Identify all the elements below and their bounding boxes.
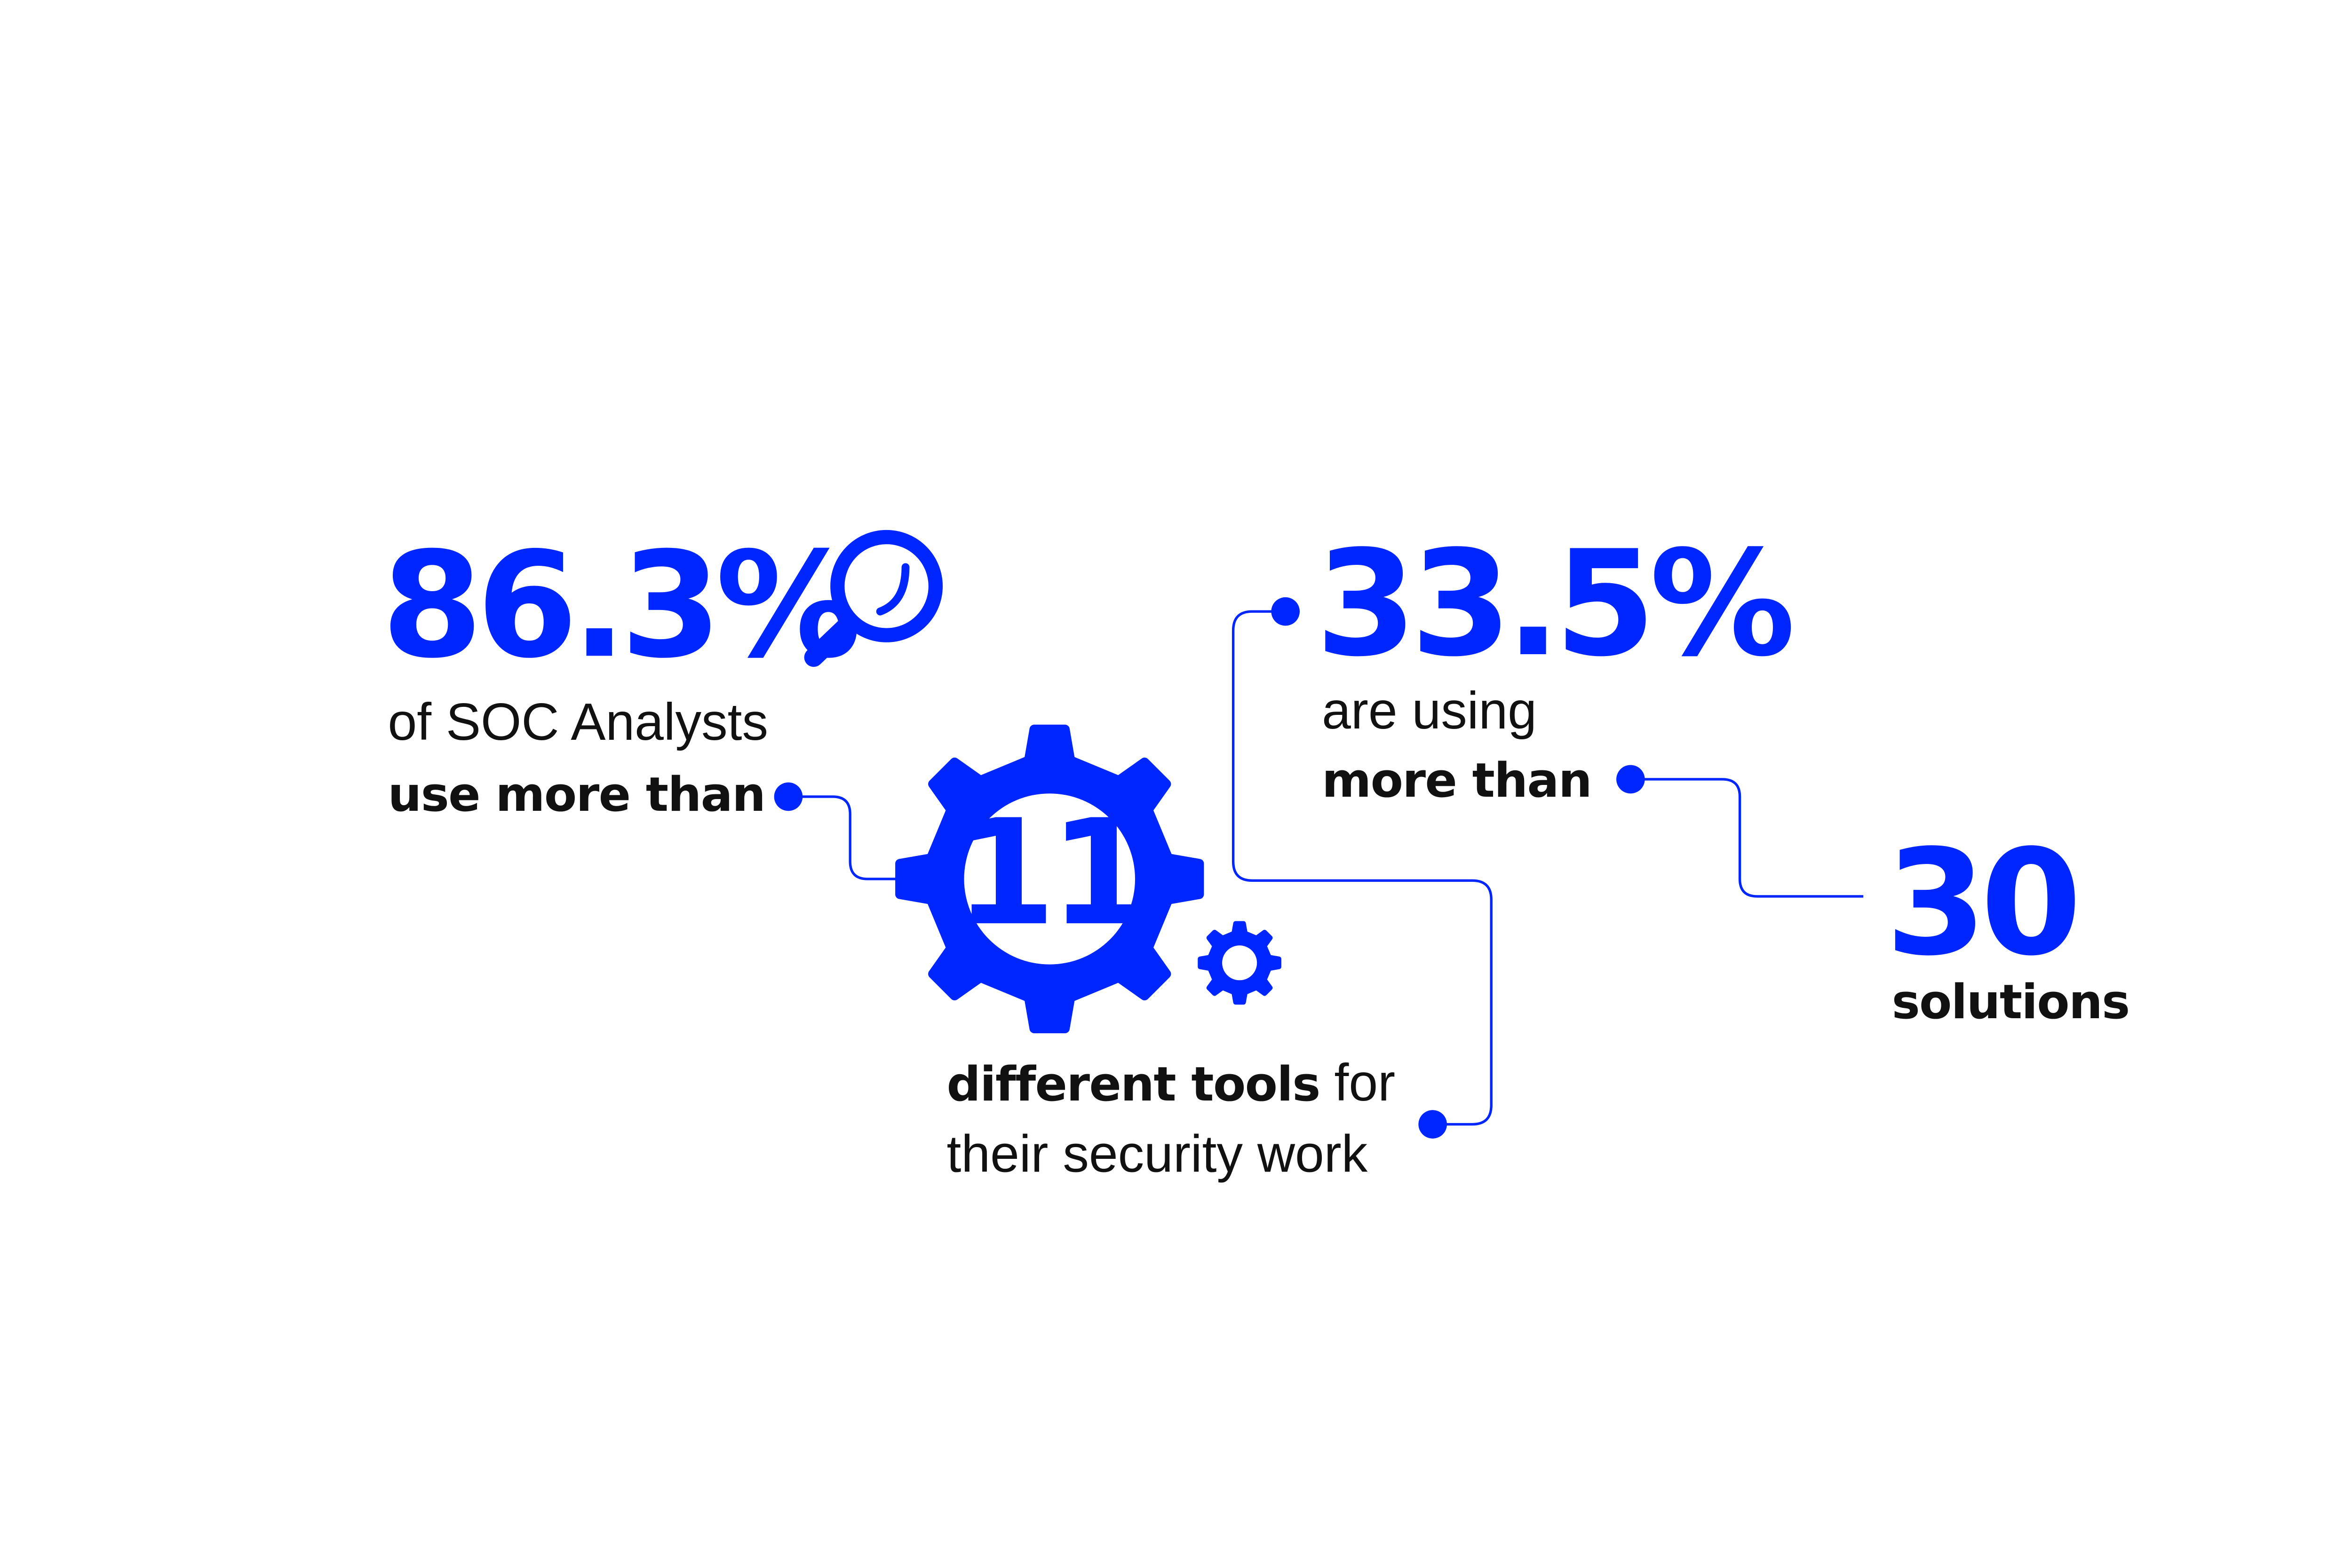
connectors [788, 610, 1864, 1126]
gear-value: 11 [954, 789, 1144, 958]
gear-bold-text: different tools [947, 1056, 1320, 1112]
stat1-line2: use more than [388, 767, 765, 822]
connector-dot [1616, 765, 1645, 794]
stat2-line1: are using [1322, 681, 1537, 740]
gear-icon [895, 724, 1204, 1034]
stat1-line1: of SOC Analysts [388, 692, 769, 751]
connector-dot [1418, 1110, 1447, 1139]
stat3-value: 30 [1885, 819, 2076, 988]
small-gear-icon [1198, 921, 1281, 1005]
connector-1 [788, 795, 950, 880]
connector-2 [1232, 610, 1493, 1126]
gear-tail-text: for [1320, 1053, 1395, 1112]
connector-dot [1271, 597, 1300, 626]
gear-line1: different tools for [947, 1053, 1396, 1112]
stat2-value: 33.5% [1316, 520, 1793, 689]
gear-line2: their security work [947, 1125, 1368, 1183]
connector-dot [774, 782, 803, 811]
stat1-value: 86.3% [381, 521, 859, 690]
magnifier-icon [804, 530, 943, 667]
stat2-line2: more than [1322, 752, 1591, 808]
connector-3 [1630, 778, 1864, 898]
stat3-label: solutions [1892, 974, 2130, 1029]
